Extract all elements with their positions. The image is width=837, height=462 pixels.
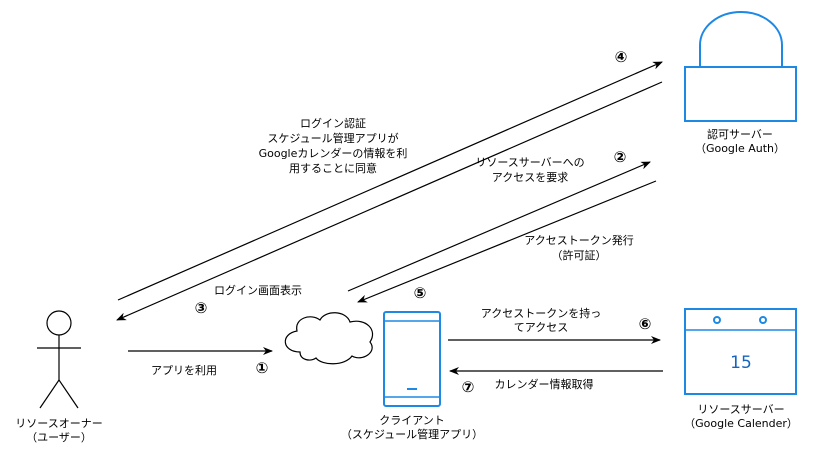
step-2-number: ② [614, 148, 627, 166]
calendar-icon [684, 308, 797, 395]
resource-label: リソースサーバー [697, 403, 784, 416]
owner-label: リソースオーナー [15, 417, 102, 430]
step-3-label: ログイン画面表示 [214, 283, 302, 297]
step-4-label-line1: ログイン認証 [300, 116, 366, 130]
arrow-step-2 [347, 161, 651, 292]
step-4-label-line4: 用することに同意 [289, 161, 377, 175]
resource-sublabel: （Google Calender） [684, 417, 798, 430]
step-6-label-line2: てアクセス [514, 321, 568, 334]
arrow-step-3 [116, 81, 663, 321]
step-1-label: アプリを利用 [151, 364, 217, 377]
step-6-label-line1: アクセストークンを持っ [481, 306, 601, 320]
step-4-number: ④ [615, 48, 628, 66]
step-3-number: ③ [195, 299, 208, 317]
smartphone-icon [383, 311, 441, 407]
owner-sublabel: （ユーザー） [26, 431, 92, 444]
step-4-label-line3: Googleカレンダーの情報を利 [259, 146, 408, 160]
arrow-step-4 [117, 61, 663, 301]
step-4-label-line2: スケジュール管理アプリが [267, 131, 398, 145]
calendar-day: 15 [730, 353, 752, 373]
step-2-label-line2: アクセスを要求 [492, 171, 568, 184]
step-6-number: ⑥ [639, 315, 652, 333]
client-sublabel: （スケジュール管理アプリ） [341, 427, 483, 441]
step-7-label: カレンダー情報取得 [495, 377, 594, 391]
arrow-step-5 [357, 180, 657, 303]
step-7-number: ⑦ [462, 378, 475, 396]
lock-icon [684, 11, 797, 122]
step-5-label-line2: （許可証） [552, 249, 607, 262]
cloud-icon [284, 312, 374, 365]
stick-figure-icon [37, 310, 81, 409]
auth-sublabel: （Google Auth） [695, 142, 785, 155]
step-1-number: ① [256, 359, 269, 377]
client-label: クライアント [379, 414, 445, 427]
step-5-label-line1: アクセストークン発行 [524, 233, 633, 247]
auth-label: 認可サーバー [707, 127, 773, 141]
step-2-label-line1: リソースサーバーへの [475, 156, 584, 169]
step-5-number: ⑤ [414, 284, 427, 302]
